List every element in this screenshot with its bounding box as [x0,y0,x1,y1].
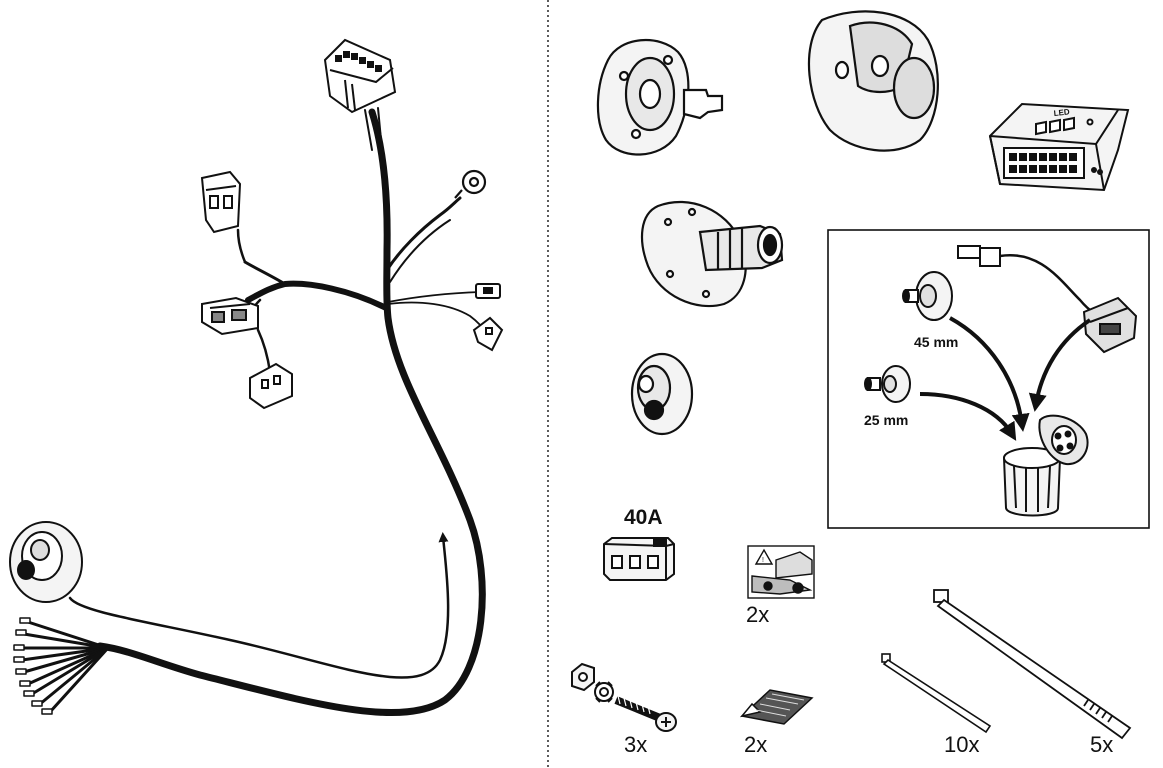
grommet-25mm-label: 25 mm [864,412,909,428]
grommet-25mm-icon [864,365,911,403]
large-tie-quantity-label: 5x [1090,732,1114,757]
wiring-harness-icon [13,107,487,717]
installation-detail-box [827,229,1150,529]
harness-left-connector-icon [200,170,242,234]
cable-tie-large-icon [933,589,1132,740]
cable-tie-small-icon [881,653,992,734]
adhesive-pad-icon [740,689,814,725]
bolt-nut-washer-icon [571,662,677,732]
led-module-icon [988,102,1130,192]
harness-main-connector-icon [323,38,397,114]
pad-quantity-label: 2x [744,732,768,757]
grommet-45mm-icon [902,271,953,321]
harness-lower-connector-icon [249,362,293,410]
sticker-quantity-label: 2x [746,602,770,627]
cable-connector-icon [1082,296,1138,354]
fuse-rating-label: 40A [624,506,663,529]
fuse-icon [603,537,675,581]
harness-mid-connector-icon [201,296,259,336]
bolt-quantity-label: 3x [624,732,648,757]
socket-flange-icon [641,201,784,308]
svg-text:!: ! [762,557,764,564]
small-tie-quantity-label: 10x [944,732,980,757]
socket-cover-icon [807,10,939,152]
harness-right-connector-icon [472,283,504,352]
assembly-arrows [919,316,1092,441]
grommet-45mm-label: 45 mm [914,334,959,350]
rubber-grommet-icon [630,352,694,436]
harness-grommet-icon [9,521,83,603]
socket-bracket-icon [596,39,724,156]
ring-terminal-icon [454,169,487,199]
warning-sticker-icon: ! [747,545,815,599]
socket-housing-icon [1002,414,1089,517]
led-label: LED [1053,107,1070,118]
